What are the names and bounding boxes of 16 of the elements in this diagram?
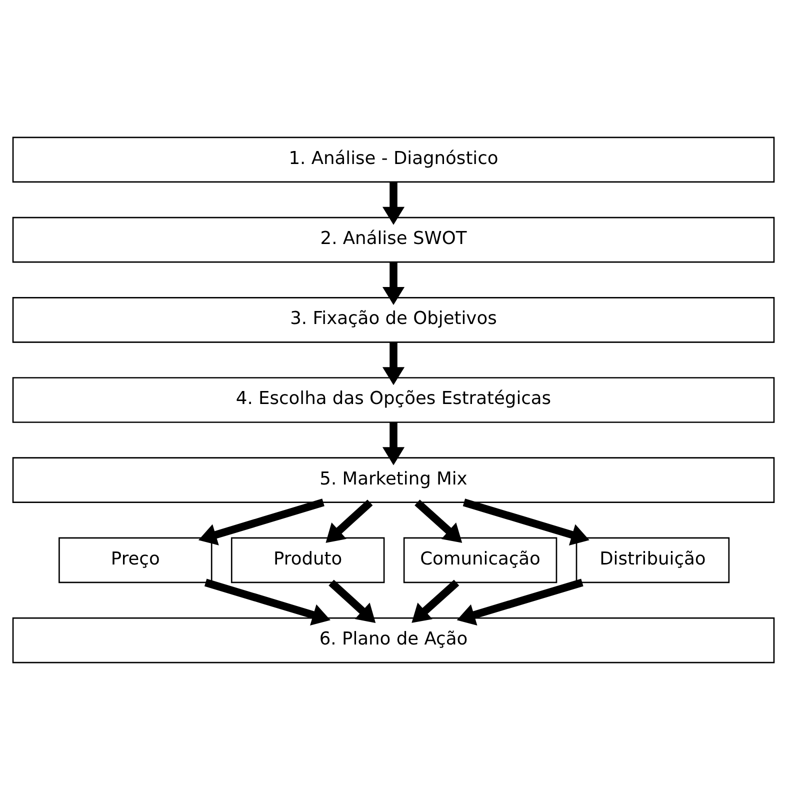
node-box: 1. Análise - Diagnóstico [12, 136, 775, 183]
node-box: 4. Escolha das Opções Estratégicas [12, 377, 775, 423]
node-box: Distribuição [576, 537, 730, 584]
node-box: 2. Análise SWOT [12, 216, 775, 263]
node-box: 6. Plano de Ação [12, 617, 775, 664]
node-box: Comunicação [403, 537, 558, 584]
arrow [414, 500, 462, 543]
node-box: 3. Fixação de Objetivos [12, 296, 775, 343]
arrow [382, 182, 405, 225]
node-box: Produto [230, 537, 385, 584]
arrow [382, 262, 405, 305]
arrow [326, 500, 373, 543]
node-box: Preço [58, 537, 212, 584]
arrow [382, 422, 405, 466]
arrow [382, 342, 405, 386]
node-box: 5. Marketing Mix [12, 457, 775, 504]
